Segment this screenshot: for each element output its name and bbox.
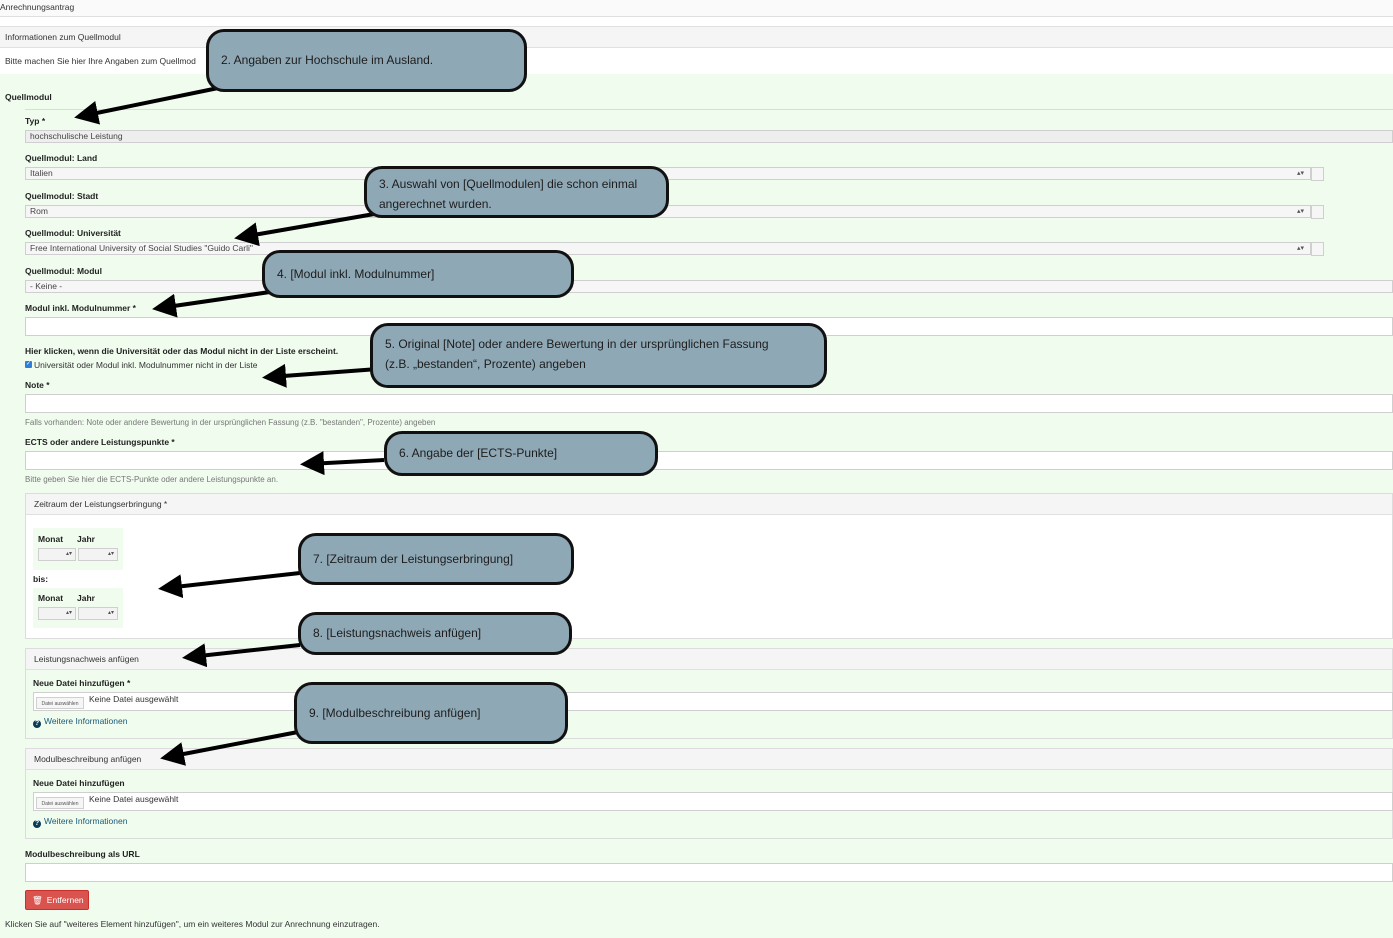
arrow-2 (74, 84, 229, 125)
callout-3-line2: angerechnet wurden. (379, 197, 492, 211)
updown-arrow-icon: ▴▾ (107, 551, 114, 557)
callout-3: 3. Auswahl von [Quellmodulen] die schon … (364, 166, 669, 218)
bis-label: bis: (33, 574, 49, 584)
note-label: Note * (25, 380, 50, 390)
remove-button-label: Entfernen (46, 895, 84, 905)
from-monat-label: Monat (38, 534, 64, 544)
callout-3-line1: 3. Auswahl von [Quellmodulen] die schon … (379, 177, 638, 191)
callout-8-text: 8. [Leistungsnachweis anfügen] (313, 626, 482, 640)
callout-6: 6. Angabe der [ECTS-Punkte] (384, 431, 658, 476)
ects-input[interactable] (25, 451, 1393, 470)
arrow-8 (182, 643, 301, 668)
to-monat-label: Monat (38, 593, 64, 603)
land-label: Quellmodul: Land (25, 153, 98, 163)
typ-label: Typ * (25, 116, 46, 126)
section-header-text: Informationen zum Quellmodul (5, 32, 121, 42)
modulbeschreibung-legend-text: Modulbeschreibung anfügen (34, 754, 142, 764)
note-help: Falls vorhanden: Note oder andere Bewert… (25, 418, 436, 427)
land-spacer (1311, 167, 1324, 181)
remove-button[interactable]: 🗑Entfernen (25, 890, 89, 910)
page-title: Anrechnungsantrag (0, 2, 75, 12)
to-jahr-label: Jahr (77, 593, 95, 603)
trash-icon: 🗑 (32, 895, 43, 905)
divider (25, 109, 1393, 110)
zeitraum-fieldset: Zeitraum der Leistungserbringung * (25, 493, 1393, 639)
callout-9-text: 9. [Modulbeschreibung anfügen] (309, 706, 481, 720)
leistungsnachweis-legend-text: Leistungsnachweis anfügen (34, 654, 139, 664)
to-monat-select[interactable]: ▴▾ (38, 607, 76, 620)
callout-5: 5. Original [Note] oder andere Bewertung… (370, 323, 827, 388)
leistungsnachweis-file-label: Neue Datei hinzufügen * (33, 678, 131, 688)
leistungsnachweis-info-link[interactable]: ?Weitere Informationen (33, 716, 127, 728)
modul-value: - Keine - (30, 281, 63, 291)
page-title-bar: Anrechnungsantrag (0, 0, 1393, 17)
from-jahr-select[interactable]: ▴▾ (78, 548, 118, 561)
modulbeschreibung-file-button[interactable]: Datei auswählen (36, 797, 84, 809)
ects-label: ECTS oder andere Leistungspunkte * (25, 437, 175, 447)
from-jahr-label: Jahr (77, 534, 95, 544)
zeitraum-legend: Zeitraum der Leistungserbringung * (26, 494, 1392, 515)
ects-help: Bitte geben Sie hier die ECTS-Punkte ode… (25, 475, 279, 484)
modulbeschreibung-info-link[interactable]: ?Weitere Informationen (33, 816, 127, 828)
universitaet-spacer (1311, 242, 1324, 256)
updown-arrow-icon: ▴▾ (1296, 245, 1304, 252)
updown-arrow-icon: ▴▾ (1296, 208, 1304, 215)
modulnummer-label: Modul inkl. Modulnummer * (25, 303, 136, 313)
callout-2-text: 2. Angaben zur Hochschule im Ausland. (221, 53, 434, 67)
url-input[interactable] (25, 863, 1393, 882)
stadt-value: Rom (30, 206, 48, 216)
modul-label: Quellmodul: Modul (25, 266, 102, 276)
info-circle-icon: ? (33, 820, 41, 828)
updown-arrow-icon: ▴▾ (65, 610, 72, 616)
updown-arrow-icon: ▴▾ (1296, 170, 1304, 177)
land-value: Italien (30, 168, 53, 178)
callout-7: 7. [Zeitraum der Leistungserbringung] (298, 533, 574, 585)
arrow-6 (300, 451, 385, 476)
footer-text: Klicken Sie auf "weiteres Element hinzuf… (5, 919, 380, 929)
updown-arrow-icon: ▴▾ (107, 610, 114, 616)
not-in-list-label: Universität oder Modul inkl. Modulnummer… (34, 360, 258, 370)
group-title: Quellmodul (5, 92, 52, 102)
arrow-4 (152, 290, 271, 318)
callout-2: 2. Angaben zur Hochschule im Ausland. (206, 29, 527, 92)
from-monat-select[interactable]: ▴▾ (38, 548, 76, 561)
callout-6-text: 6. Angabe der [ECTS-Punkte] (399, 446, 558, 460)
typ-value: hochschulische Leistung (30, 131, 123, 141)
intro-text: Bitte machen Sie hier Ihre Angaben zum Q… (5, 56, 196, 66)
callout-9: 9. [Modulbeschreibung anfügen] (294, 682, 568, 744)
modulbeschreibung-file-label: Neue Datei hinzufügen (33, 778, 125, 788)
typ-field[interactable]: hochschulische Leistung (25, 130, 1393, 143)
stadt-spacer (1311, 205, 1324, 219)
arrow-9 (160, 730, 299, 766)
callout-8: 8. [Leistungsnachweis anfügen] (298, 612, 572, 655)
stadt-label: Quellmodul: Stadt (25, 191, 99, 201)
callout-5-line2: (z.B. „bestanden“, Prozente) angeben (385, 357, 586, 371)
modulbeschreibung-legend: Modulbeschreibung anfügen (26, 749, 1392, 770)
leistungsnachweis-file-button[interactable]: Datei auswählen (36, 697, 84, 709)
not-in-list-checkbox[interactable]: ✓ (25, 361, 32, 368)
universitaet-label: Quellmodul: Universität (25, 228, 121, 238)
callout-7-text: 7. [Zeitraum der Leistungserbringung] (313, 552, 514, 566)
leistungsnachweis-info-text: Weitere Informationen (44, 716, 128, 726)
callout-4: 4. [Modul inkl. Modulnummer] (262, 250, 574, 298)
note-input[interactable] (25, 394, 1393, 413)
callout-5-line1: 5. Original [Note] oder andere Bewertung… (385, 337, 769, 351)
arrow-5 (262, 363, 379, 388)
not-in-list-heading: Hier klicken, wenn die Universität oder … (25, 346, 339, 356)
zeitraum-legend-text: Zeitraum der Leistungserbringung * (34, 499, 168, 509)
modulbeschreibung-file-status: Keine Datei ausgewählt (89, 794, 179, 804)
url-label: Modulbeschreibung als URL (25, 849, 140, 859)
callout-4-text: 4. [Modul inkl. Modulnummer] (277, 267, 435, 281)
universitaet-value: Free International University of Social … (30, 243, 253, 253)
info-circle-icon: ? (33, 720, 41, 728)
modulbeschreibung-info-text: Weitere Informationen (44, 816, 128, 826)
arrow-7 (158, 571, 301, 599)
to-jahr-select[interactable]: ▴▾ (78, 607, 118, 620)
leistungsnachweis-file-status: Keine Datei ausgewählt (89, 694, 179, 704)
updown-arrow-icon: ▴▾ (65, 551, 72, 557)
arrow-3 (234, 211, 381, 247)
